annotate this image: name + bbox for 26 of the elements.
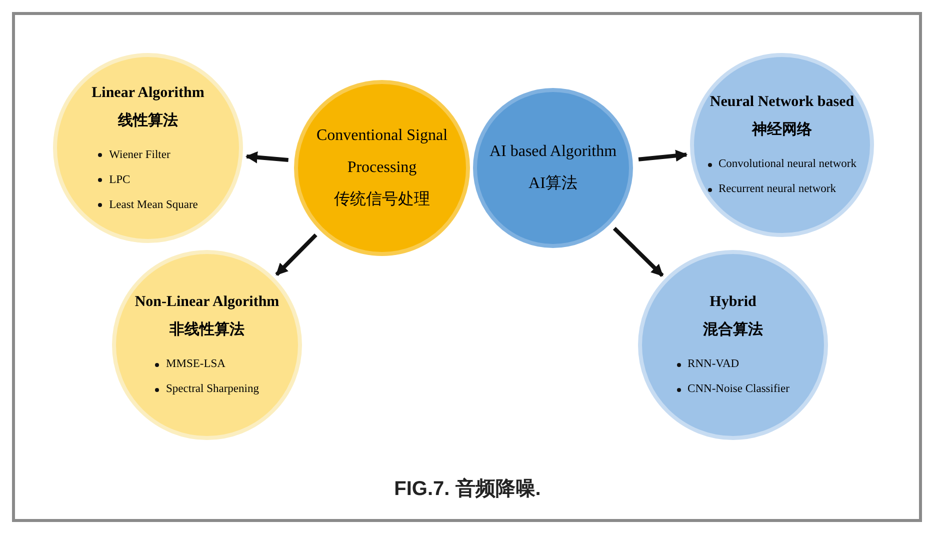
figure-caption: FIG.7. 音频降噪. [394, 476, 541, 502]
algorithm-heading: Neural Network based [710, 93, 854, 112]
algorithm-heading: Linear Algorithm [92, 84, 204, 102]
algorithm-heading: 线性算法 [118, 111, 178, 130]
category-title: 传统信号处理 [333, 190, 431, 210]
category-title: AI算法 [528, 174, 578, 194]
bullet-item: Wiener Filter [109, 148, 170, 162]
bullet-item: Recurrent neural network [718, 182, 836, 197]
arrow [612, 226, 664, 278]
arrow [245, 151, 288, 164]
algorithm-heading: 混合算法 [703, 320, 763, 340]
algorithm-heading: 神经网络 [752, 120, 812, 140]
bullet-item: LPC [109, 172, 130, 188]
algorithm-heading: Hybrid [710, 293, 756, 312]
bullet-item: Least Mean Square [109, 198, 198, 212]
category-title: AI based Algorithm [488, 142, 618, 162]
bullet-item: Spectral Sharpening [166, 382, 259, 397]
bullet-item: MMSE-LSA [166, 357, 226, 372]
algorithm-heading: Non-Linear Algorithm [134, 293, 280, 312]
bullet-item: Convolutional neural network [718, 157, 856, 172]
category-title: Conventional Signal Processing [315, 126, 449, 178]
bullet-item: CNN-Noise Classifier [688, 382, 790, 397]
bullet-item: RNN-VAD [688, 357, 740, 372]
algorithm-heading: 非线性算法 [170, 320, 244, 340]
arrow [275, 233, 318, 276]
arrow [638, 150, 688, 162]
